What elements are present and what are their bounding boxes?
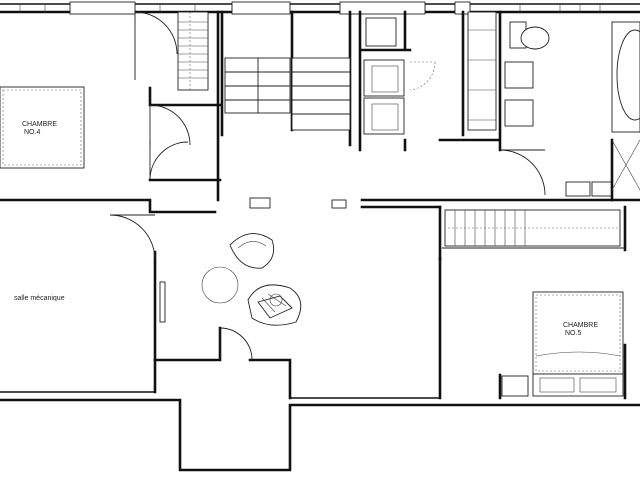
- round-rug: [201, 266, 239, 304]
- door-salle-mecanique: [109, 214, 156, 261]
- wall-fixture: [159, 281, 166, 323]
- closet-shelving: [177, 11, 209, 91]
- sink-laundry: [365, 17, 397, 47]
- door-chambre-4-b: [149, 141, 189, 181]
- wardrobe-chambre-5: [438, 205, 627, 262]
- salle-mecanique-label: salle mécanique: [14, 295, 65, 302]
- bed-chambre-5: [532, 291, 624, 375]
- corridor-panel: [249, 197, 271, 209]
- door-closet: [134, 11, 178, 80]
- bathroom: [438, 10, 640, 202]
- staircase: [220, 10, 352, 147]
- door-chambre-4-a: [149, 104, 191, 146]
- bed-chambre-4: [0, 86, 85, 169]
- vanity-sink-1: [504, 61, 534, 89]
- chambre-5-label-line1: CHAMBRE: [563, 322, 598, 329]
- vanity-sink-2: [504, 99, 534, 127]
- chambre-5-label-line2: NO.5: [565, 330, 581, 337]
- chambre-4-label-line2: NO.4: [24, 129, 40, 136]
- central-hall: [153, 233, 442, 400]
- lounge-chair: [247, 284, 302, 326]
- bench: [532, 373, 624, 397]
- room-chambre-4: CHAMBRE NO.4: [0, 10, 222, 214]
- door-hall: [219, 327, 253, 361]
- bathtub: [611, 21, 640, 133]
- room-salle-mecanique: salle mécanique: [14, 214, 166, 394]
- corridor-stool: [331, 199, 347, 209]
- armchair: [229, 233, 275, 269]
- room-chambre-5: CHAMBRE NO.5: [498, 291, 627, 400]
- door-bathroom: [499, 149, 546, 196]
- nightstand: [501, 375, 529, 397]
- laundry-room: [358, 10, 436, 152]
- chambre-4-label-line1: CHAMBRE: [22, 121, 57, 128]
- corridor: [249, 197, 640, 209]
